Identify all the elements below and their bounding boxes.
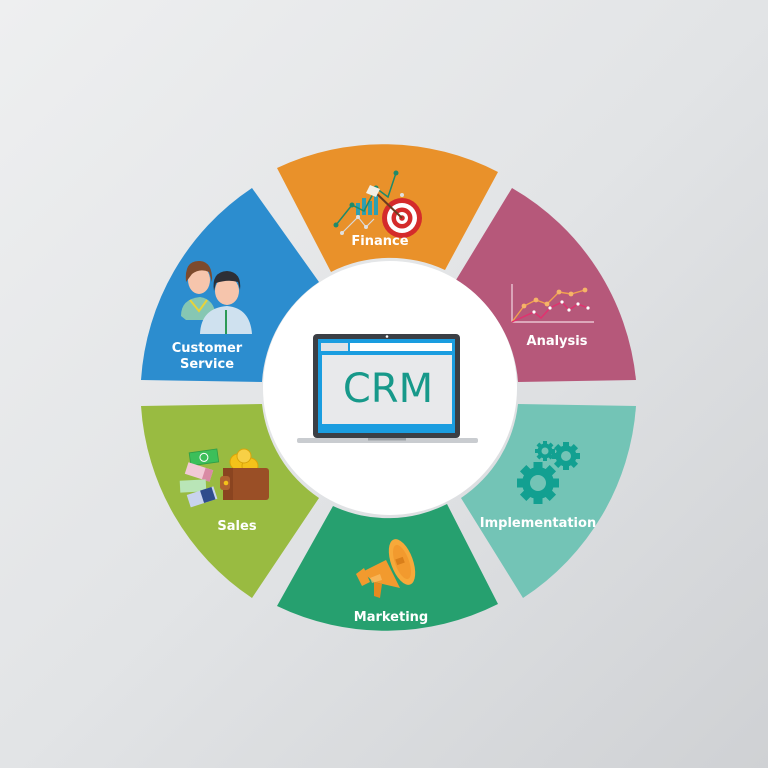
segment-sales-shape — [141, 404, 319, 598]
line-chart-icon — [511, 284, 594, 323]
segment-implementation-label: Implementation — [480, 516, 596, 531]
segment-analysis: Analysis — [456, 188, 636, 382]
support-people-icon — [181, 260, 252, 334]
segment-analysis-label: Analysis — [527, 334, 588, 349]
segment-customer-service: Customer Service — [141, 188, 319, 382]
segment-finance-label: Finance — [351, 234, 408, 249]
money-wallet-icon — [179, 448, 269, 508]
segment-implementation: Implementation — [461, 404, 636, 598]
megaphone-icon — [356, 539, 416, 598]
segment-sales: Sales — [141, 404, 319, 598]
segment-finance: Finance — [277, 144, 498, 272]
segment-customer-service-label-line1: Customer — [172, 341, 243, 356]
segment-marketing: Marketing — [277, 504, 498, 631]
gears-icon — [517, 441, 580, 504]
center-hub: CRM — [263, 261, 517, 515]
segment-marketing-label: Marketing — [354, 610, 428, 625]
segment-sales-label: Sales — [217, 519, 256, 534]
finance-target-chart-icon — [333, 170, 422, 238]
segment-customer-service-label-line2: Service — [180, 357, 234, 372]
crm-label: CRM — [343, 366, 433, 412]
laptop-icon — [297, 334, 478, 443]
segment-implementation-shape — [461, 404, 636, 598]
segment-analysis-shape — [456, 188, 636, 382]
